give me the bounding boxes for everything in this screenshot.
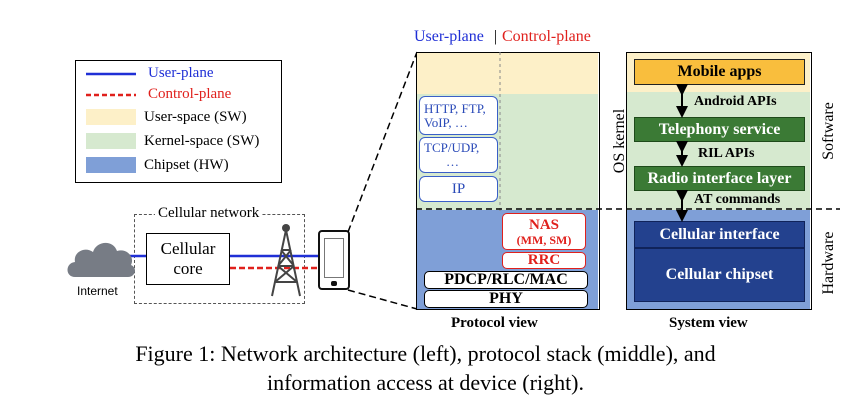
legend-user-space-swatch [86, 109, 136, 125]
radio-interface-layer-box: Radio interface layer [634, 166, 805, 191]
radio-interface-layer-label: Radio interface layer [647, 169, 792, 187]
cellular-core-line-2: core [173, 259, 203, 278]
cellular-core-box: Cellular core [146, 233, 230, 285]
legend-control-plane-line [86, 93, 136, 97]
mobile-apps-box: Mobile apps [634, 59, 805, 85]
http-layer-line-2: VoIP, … [424, 114, 468, 130]
smartphone-screen [324, 238, 344, 278]
nas-layer-label: NAS [528, 216, 559, 233]
tcp-layer-box: TCP/UDP, … [419, 137, 498, 173]
protocol-header-user-plane: User-plane [414, 28, 484, 45]
figure-caption-line-2: information access at device (right). [266, 370, 585, 395]
internet-label: Internet [77, 284, 118, 298]
phy-layer-label: PHY [489, 290, 523, 307]
rrc-layer-label: RRC [527, 252, 561, 268]
cloud-icon [67, 242, 135, 277]
telephony-service-box: Telephony service [634, 117, 805, 142]
legend-box [75, 60, 282, 183]
http-layer-box: HTTP, FTP, VoIP, … [419, 96, 498, 135]
phy-layer-box: PHY [424, 290, 588, 308]
cellular-chipset-label: Cellular chipset [665, 266, 774, 283]
legend-chipset-label: Chipset (HW) [144, 157, 229, 173]
legend-kernel-space-swatch [86, 133, 136, 149]
protocol-view-label: Protocol view [451, 315, 538, 331]
cell-tower-icon [271, 224, 301, 297]
pdcp-rlc-mac-layer-box: PDCP/RLC/MAC [424, 271, 588, 289]
protocol-plane-divider [499, 52, 501, 212]
android-apis-label: Android APIs [694, 94, 777, 109]
ip-layer-label: IP [451, 181, 466, 197]
ril-apis-label: RIL APIs [698, 146, 755, 161]
smartphone-home-button [331, 281, 337, 286]
tcp-layer-line-2: … [446, 154, 459, 169]
legend-user-plane-label: User-plane [148, 65, 214, 81]
http-layer-line-1: HTTP, FTP, [424, 100, 486, 116]
legend-kernel-space-label: Kernel-space (SW) [144, 133, 260, 149]
rrc-layer-box: RRC [502, 252, 586, 269]
protocol-user-space-band [417, 53, 598, 94]
legend-user-plane-line [86, 72, 136, 76]
protocol-header-separator: | [494, 28, 498, 45]
nas-layer-sublabel: (MM, SM) [516, 232, 572, 247]
protocol-header-control-plane: Control-plane [502, 28, 591, 45]
system-view-label: System view [669, 315, 748, 331]
ip-layer-box: IP [419, 176, 498, 202]
tcp-layer-line-1: TCP/UDP, [424, 140, 480, 155]
cellular-network-label: Cellular network [155, 206, 263, 221]
cellular-core-line-1: Cellular [160, 239, 216, 258]
mobile-apps-label: Mobile apps [677, 63, 762, 80]
telephony-service-label: Telephony service [658, 120, 781, 138]
pdcp-rlc-mac-label: PDCP/RLC/MAC [444, 271, 568, 288]
at-commands-label: AT commands [694, 192, 781, 207]
cellular-chipset-box: Cellular chipset [634, 248, 805, 302]
nas-layer-box: NAS (MM, SM) [502, 213, 586, 250]
legend-control-plane-label: Control-plane [148, 86, 232, 102]
cellular-interface-box: Cellular interface [634, 221, 805, 248]
figure-caption-line-1: Figure 1: Network architecture (left), p… [135, 341, 716, 366]
cellular-interface-label: Cellular interface [659, 225, 780, 243]
smartphone-icon [318, 230, 350, 290]
legend-user-space-label: User-space (SW) [144, 109, 247, 125]
legend-chipset-swatch [86, 157, 136, 173]
